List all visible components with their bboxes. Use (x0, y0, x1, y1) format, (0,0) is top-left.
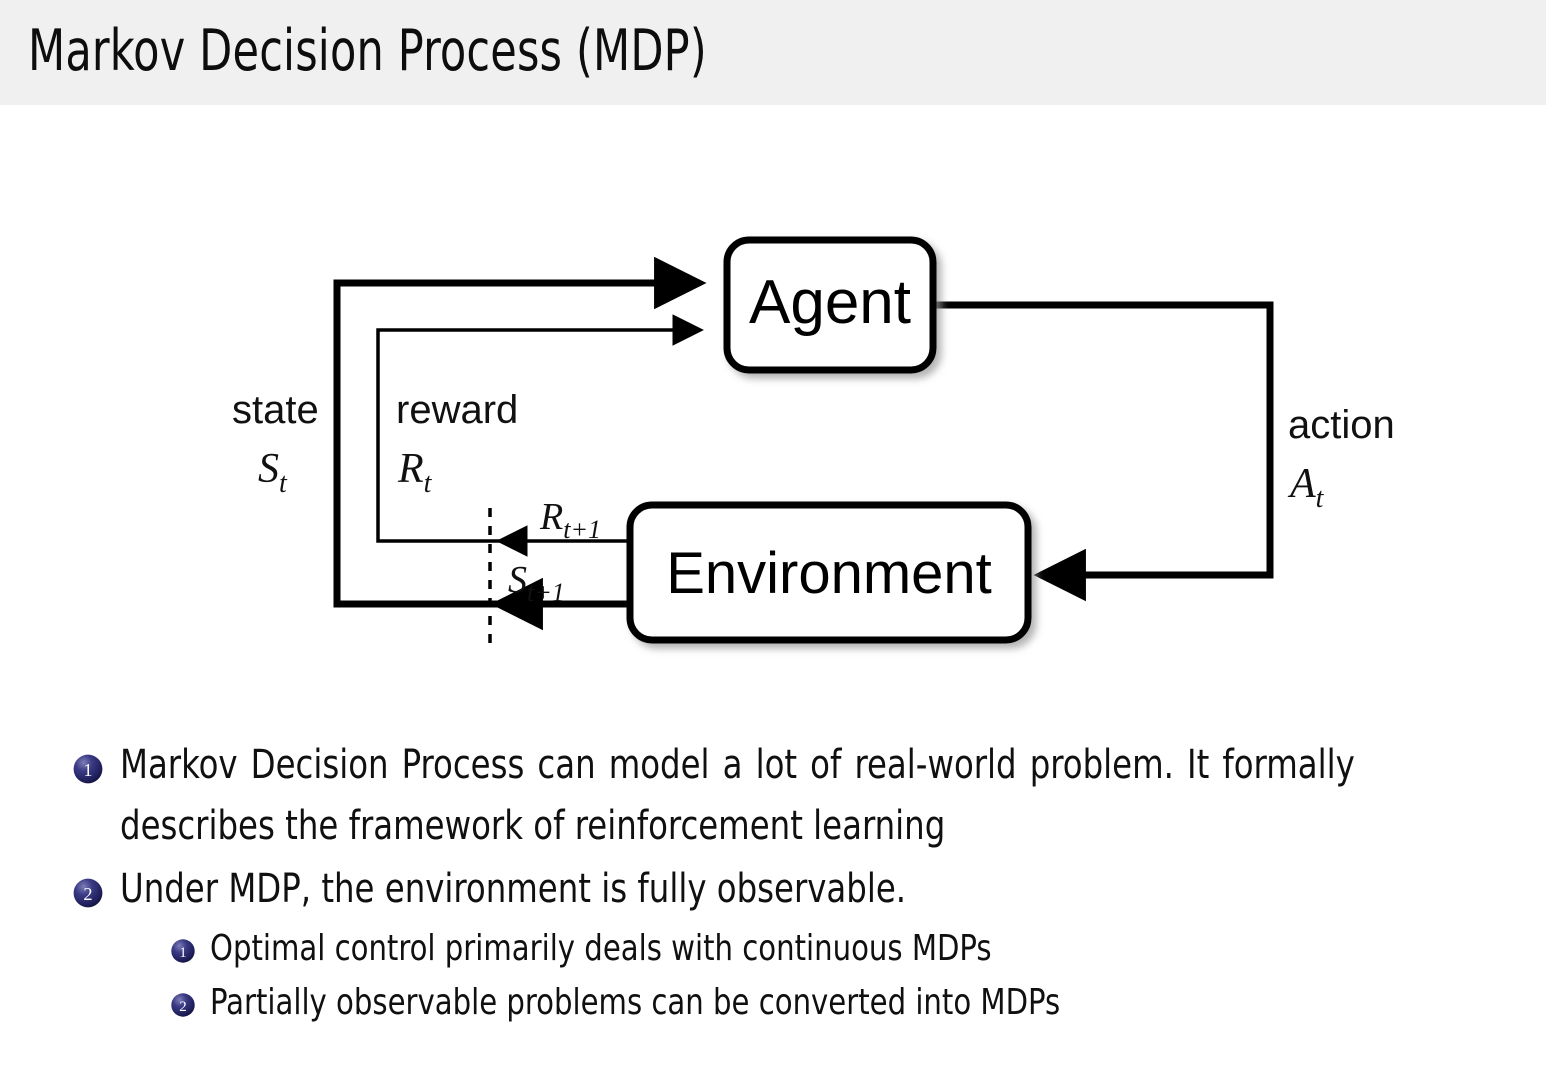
sub-list-item: 1 Optimal control primarily deals with c… (0, 922, 1546, 976)
reward-edge-label: reward Rt (396, 388, 518, 499)
sub-list-item: 2 Partially observable problems can be c… (0, 976, 1546, 1030)
agent-node: Agent (723, 236, 937, 374)
list-item-text: Markov Decision Process can model a lot … (120, 742, 1355, 849)
bullet-list: 1 Markov Decision Process can model a lo… (0, 735, 1546, 1030)
bullet-number-1: 1 (83, 760, 92, 780)
sub-list-item-text: Partially observable problems can be con… (210, 982, 1061, 1023)
mdp-diagram: Agent Environment state St reward Rt (0, 105, 1546, 705)
reward-label-word: reward (396, 388, 518, 432)
bullet-number-icon: 1 (72, 753, 104, 785)
sub-list-item-text: Optimal control primarily deals with con… (210, 928, 992, 969)
sub-bullet-number-2: 2 (179, 999, 186, 1015)
state-edge-label: state St (232, 388, 319, 499)
agent-node-label: Agent (749, 268, 911, 337)
next-state-label: St+1 (508, 559, 565, 607)
action-label-symbol: At (1287, 461, 1325, 514)
bullet-number-icon: 2 (72, 877, 104, 909)
action-edge-label: action At (1287, 403, 1395, 514)
state-label-word: state (232, 388, 319, 432)
list-item: 2 Under MDP, the environment is fully ob… (0, 859, 1546, 920)
environment-node-label: Environment (666, 541, 992, 606)
slide-header-bar: Markov Decision Process (MDP) (0, 0, 1546, 105)
sub-bullet-number-icon: 2 (170, 992, 196, 1018)
reward-label-symbol: Rt (397, 446, 433, 499)
action-label-word: action (1288, 403, 1395, 447)
list-item: 1 Markov Decision Process can model a lo… (0, 735, 1546, 857)
next-reward-label: Rt+1 (539, 496, 601, 544)
environment-node: Environment (626, 501, 1032, 644)
sub-bullet-number-icon: 1 (170, 938, 196, 964)
sub-bullet-number-1: 1 (179, 945, 186, 961)
edge-action-path (933, 301, 1274, 602)
state-label-symbol: St (258, 446, 288, 499)
page-title: Markov Decision Process (MDP) (28, 18, 707, 84)
list-item-text: Under MDP, the environment is fully obse… (120, 866, 907, 912)
bullet-number-2: 2 (83, 884, 92, 904)
